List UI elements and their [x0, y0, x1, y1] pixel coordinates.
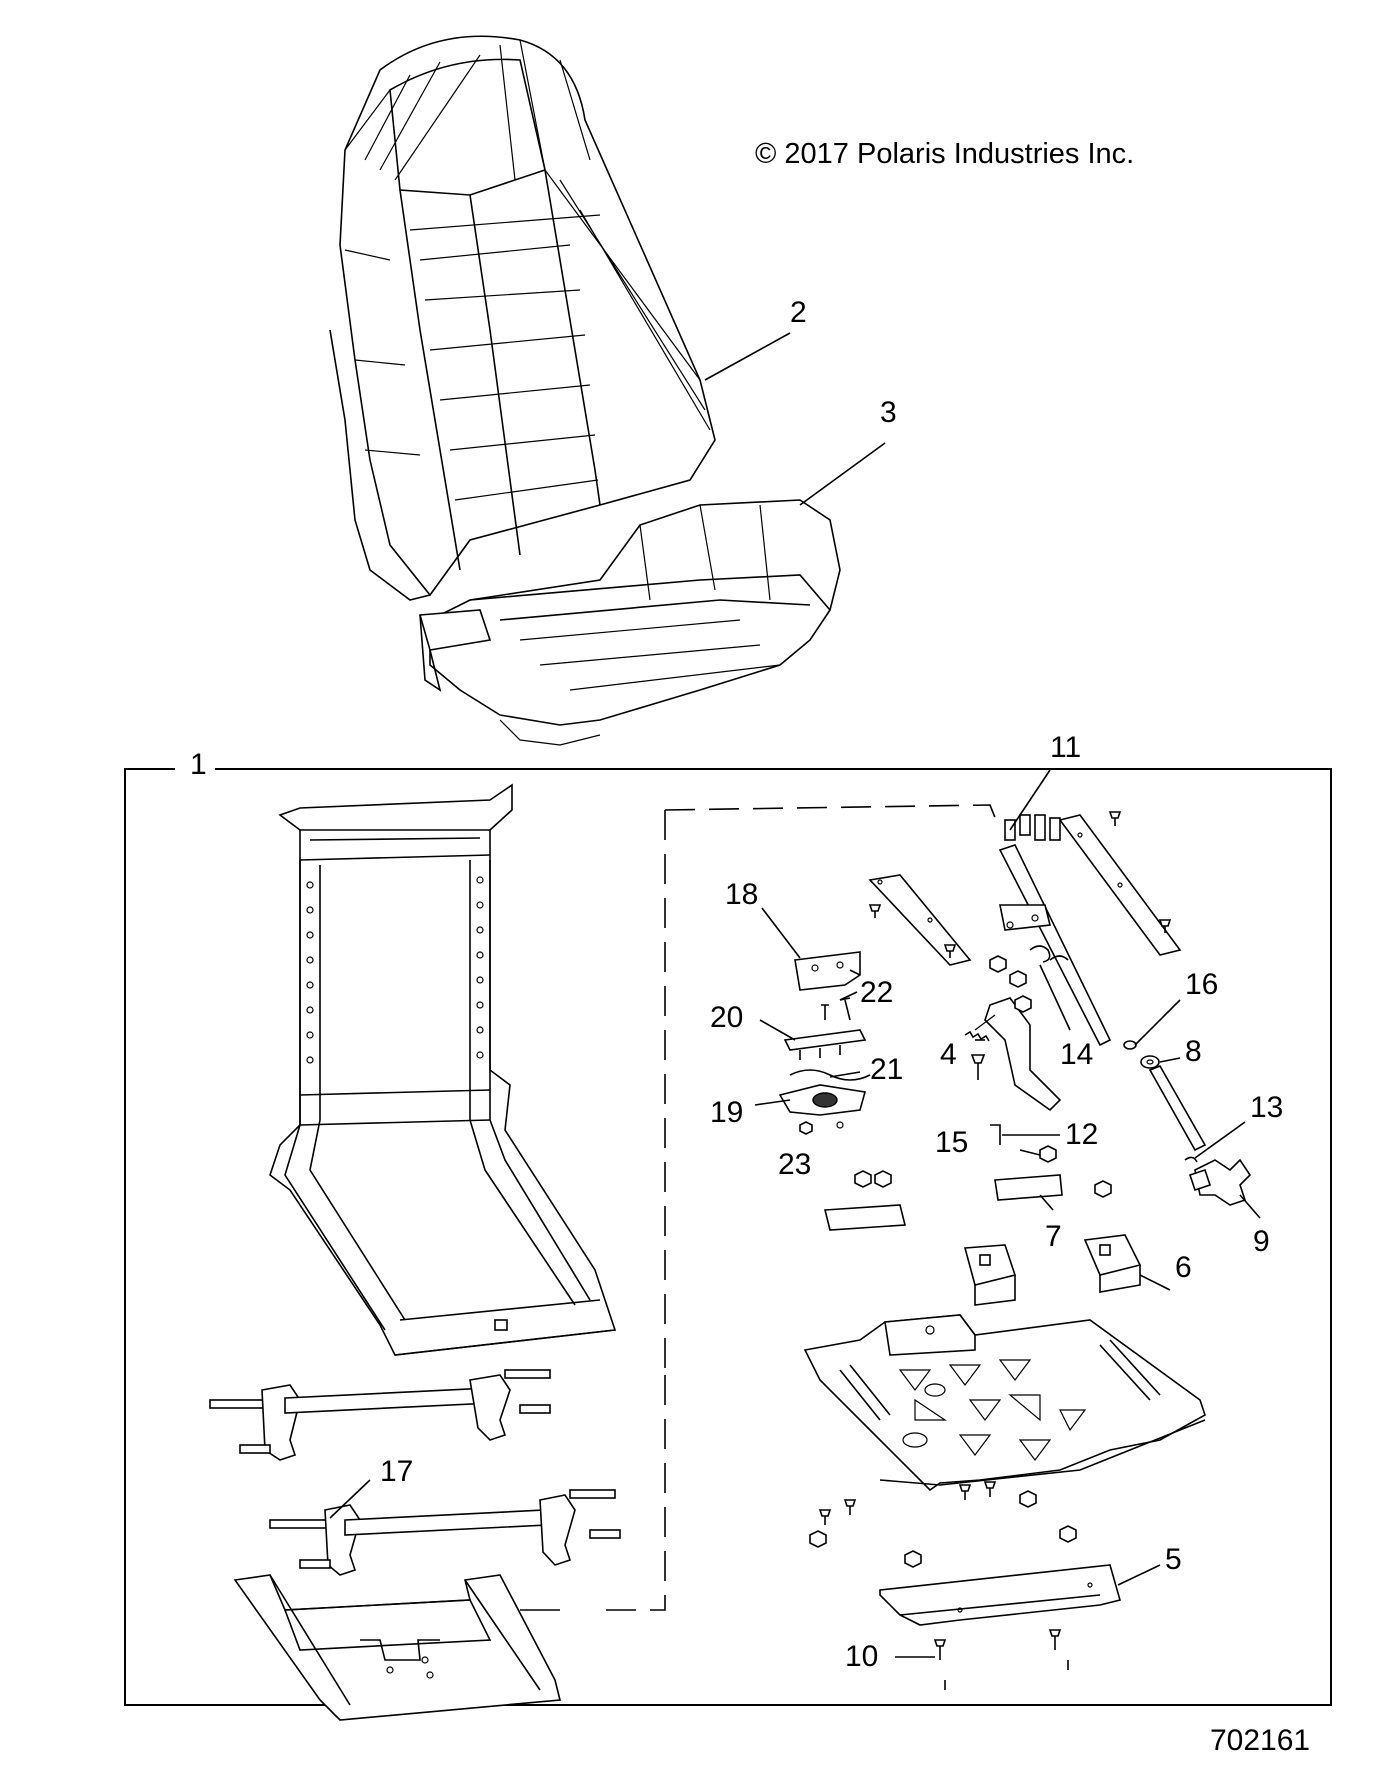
callout-20: 20 — [710, 1001, 744, 1034]
pin-and-nut — [990, 1124, 1057, 1163]
slider-rails-part — [868, 814, 1182, 966]
clip-14-part — [1029, 945, 1069, 963]
sub-assembly-dashed-outline — [600, 804, 1001, 1611]
leader-16 — [1134, 999, 1181, 1046]
callout-19: 19 — [710, 1096, 744, 1129]
leader-22 — [839, 991, 858, 1001]
callout-8: 8 — [1185, 1035, 1202, 1068]
bracket-5-part — [879, 1564, 1121, 1626]
figure-number: 702161 — [1210, 1724, 1311, 1757]
callout-23: 23 — [778, 1148, 812, 1181]
callout-16: 16 — [1185, 968, 1219, 1001]
leader-2 — [704, 332, 791, 381]
callout-12: 12 — [1065, 1118, 1099, 1151]
callout-4: 4 — [940, 1038, 957, 1071]
leader-15 — [1019, 1149, 1041, 1156]
callout-3: 3 — [880, 396, 897, 429]
callout-13: 13 — [1250, 1091, 1284, 1124]
callout-11: 11 — [1050, 731, 1082, 764]
leader-18 — [761, 907, 801, 959]
callout-6: 6 — [1175, 1251, 1192, 1284]
callout-17: 17 — [380, 1455, 414, 1488]
callout-7: 7 — [1045, 1220, 1062, 1253]
seat-frame-part — [269, 783, 617, 1356]
mounting-plate-part — [803, 1314, 1206, 1492]
leader-5 — [1117, 1564, 1161, 1586]
leader-9 — [1239, 1194, 1261, 1219]
latch-assembly — [778, 951, 871, 1135]
rod-hardware — [1123, 1040, 1252, 1206]
leader-11 — [1009, 769, 1051, 831]
leader-3 — [799, 442, 886, 506]
leader-8 — [1159, 1057, 1181, 1063]
rail-screws — [868, 811, 1172, 958]
screws-10 — [933, 1629, 1069, 1690]
lever-part — [964, 997, 1062, 1112]
assembly-1-frame-box — [124, 768, 1332, 1706]
slide-base-part — [233, 1574, 562, 1721]
leader-17 — [329, 1479, 371, 1519]
plate-fasteners — [809, 1481, 1077, 1568]
callout-10: 10 — [845, 1640, 879, 1673]
leader-13 — [1194, 1121, 1246, 1159]
leader-6 — [1139, 1274, 1171, 1291]
nuts-upper — [989, 955, 1032, 1013]
callout-5: 5 — [1165, 1543, 1182, 1576]
leader-14 — [1039, 964, 1071, 1031]
callout-2: 2 — [790, 296, 807, 329]
pivot-links-part — [209, 1369, 621, 1576]
leader-20 — [759, 1019, 796, 1041]
blocks-and-brackets — [823, 1170, 1142, 1306]
leader-19 — [754, 1099, 791, 1106]
callout-22: 22 — [860, 976, 894, 1009]
callout-15: 15 — [935, 1126, 969, 1159]
callout-18: 18 — [725, 878, 759, 911]
seat-bottom-part — [418, 499, 841, 746]
callout-9: 9 — [1253, 1225, 1270, 1258]
callout-1: 1 — [190, 748, 207, 781]
leader-21 — [829, 1071, 861, 1078]
copyright-text: © 2017 Polaris Industries Inc. — [755, 138, 1135, 170]
box-label-gap — [175, 760, 215, 780]
callout-21: 21 — [870, 1053, 904, 1086]
leader-7 — [1039, 1194, 1054, 1211]
callout-14: 14 — [1060, 1038, 1094, 1071]
seat-back-part — [329, 35, 716, 601]
